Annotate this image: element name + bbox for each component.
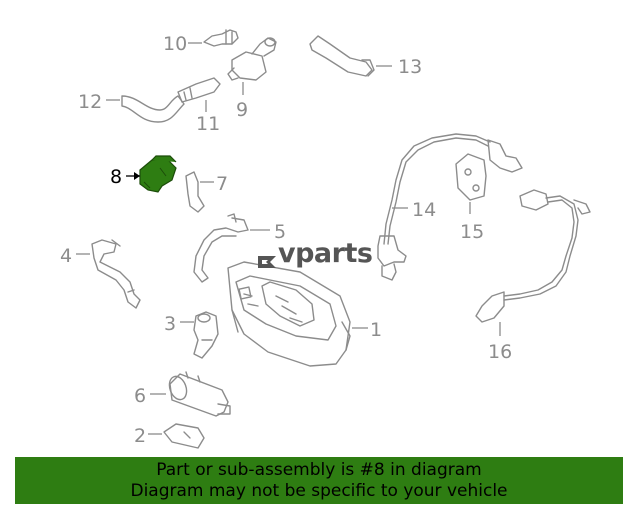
evparts-logo-icon <box>258 246 276 268</box>
callout-14[interactable]: 14 <box>412 199 436 221</box>
callout-11[interactable]: 11 <box>196 113 220 135</box>
part-14-sensor[interactable] <box>377 133 523 281</box>
banner-line-1: Part or sub-assembly is #8 in diagram <box>156 460 482 480</box>
leader-8-arrow <box>134 172 140 180</box>
part-11-hose[interactable] <box>177 77 221 103</box>
part-9-valve[interactable] <box>227 37 277 81</box>
info-banner: Part or sub-assembly is #8 in diagram Di… <box>15 457 623 504</box>
part-12-hose[interactable] <box>121 95 185 123</box>
callout-2[interactable]: 2 <box>134 425 146 447</box>
callout-1[interactable]: 1 <box>370 319 382 341</box>
part-7-hose[interactable] <box>185 171 205 213</box>
callout-16[interactable]: 16 <box>488 341 512 363</box>
callout-4[interactable]: 4 <box>60 245 72 267</box>
part-8-highlighted[interactable] <box>139 155 177 193</box>
part-15-bracket[interactable] <box>455 153 487 201</box>
part-6-filter[interactable] <box>166 371 231 417</box>
callout-15[interactable]: 15 <box>460 221 484 243</box>
parts-diagram: 10 9 11 12 13 8 7 <box>60 29 591 449</box>
part-5-tube[interactable] <box>193 213 249 283</box>
watermark-text: vparts <box>278 238 373 269</box>
part-4-pipe[interactable] <box>91 239 141 309</box>
evparts-watermark: vparts <box>258 238 373 269</box>
part-13-hose[interactable] <box>309 35 375 77</box>
callout-6[interactable]: 6 <box>134 385 146 407</box>
part-2-bracket[interactable] <box>163 423 205 449</box>
part-10-connector[interactable] <box>203 29 239 47</box>
part-3-valve[interactable] <box>193 311 219 359</box>
banner-line-2: Diagram may not be specific to your vehi… <box>130 481 508 501</box>
callout-13[interactable]: 13 <box>398 56 422 78</box>
callout-9[interactable]: 9 <box>236 99 248 121</box>
callout-7[interactable]: 7 <box>216 173 228 195</box>
callout-10[interactable]: 10 <box>163 33 187 55</box>
part-1-canister[interactable] <box>227 261 351 367</box>
callout-5[interactable]: 5 <box>274 221 286 243</box>
part-16-sensor[interactable] <box>475 189 591 323</box>
callout-3[interactable]: 3 <box>164 313 176 335</box>
callout-8[interactable]: 8 <box>110 166 122 188</box>
callout-12[interactable]: 12 <box>78 91 102 113</box>
